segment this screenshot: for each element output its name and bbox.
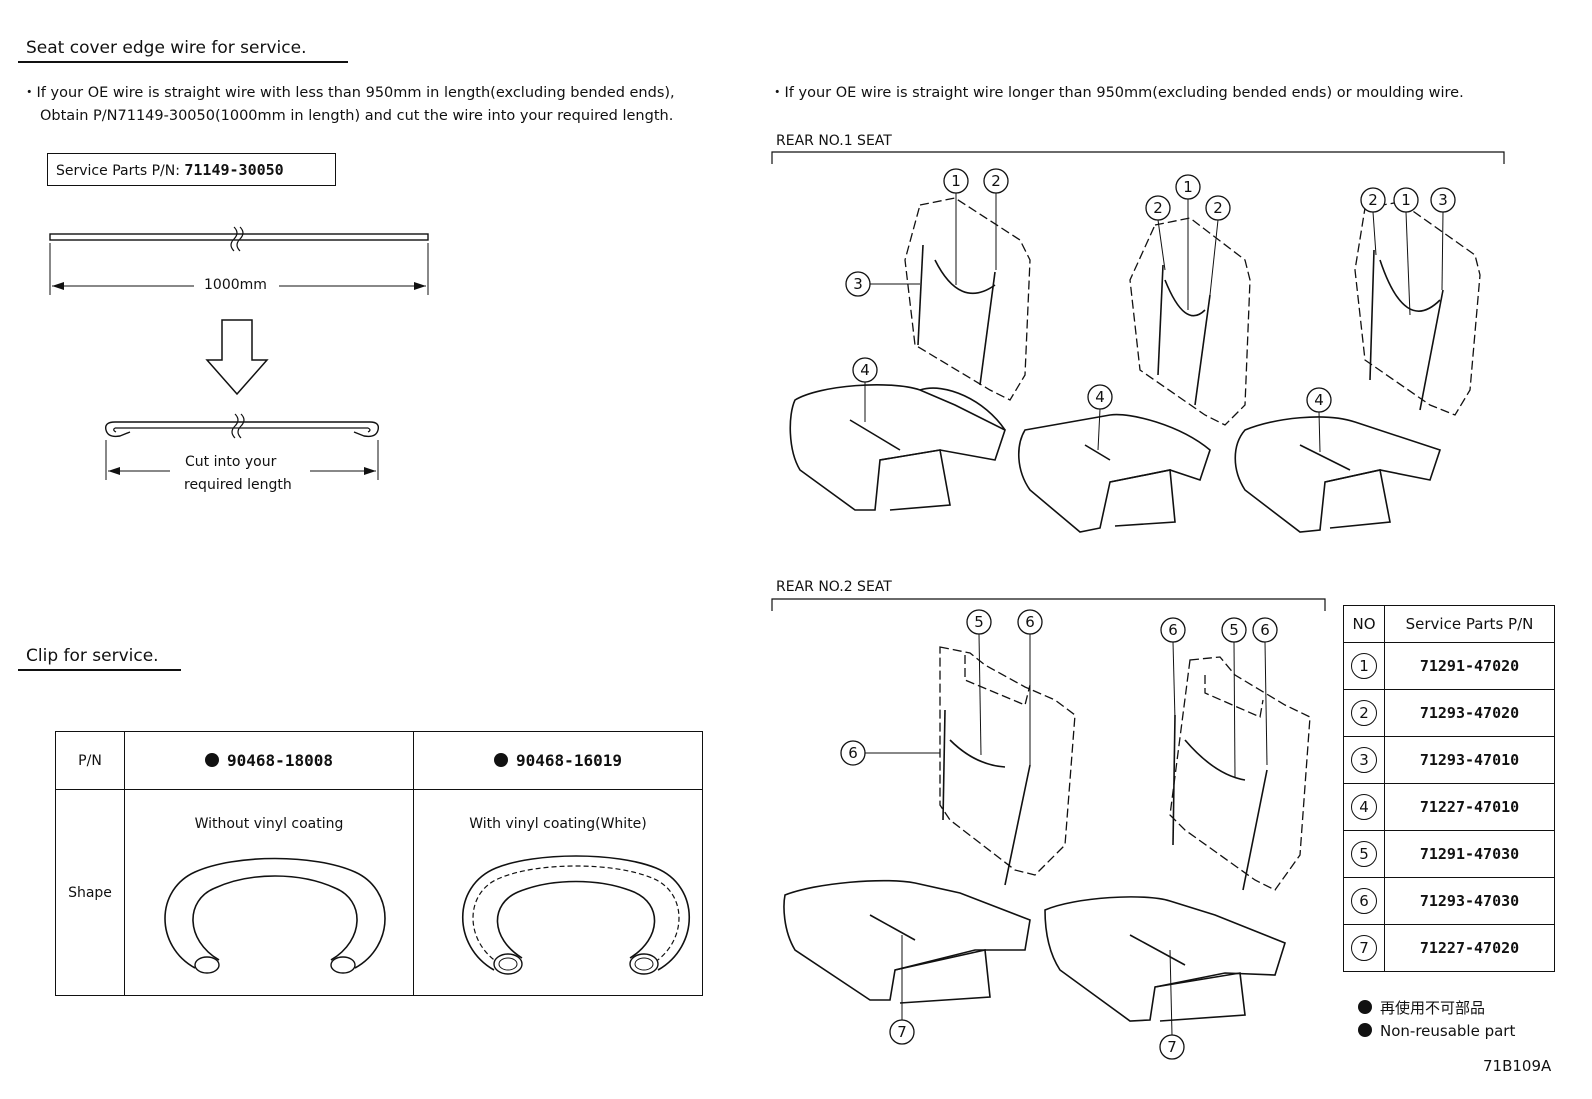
callout-5: 5 — [1229, 621, 1239, 639]
callout-4: 4 — [1314, 391, 1324, 409]
legend-english: Non-reusable part — [1358, 1022, 1515, 1040]
cut-wire-diagram — [105, 413, 380, 480]
callout-4: 4 — [1095, 388, 1105, 406]
short-wire-note-line2: Obtain P/N71149-30050(1000mm in length) … — [40, 108, 674, 124]
figure-id: 71B109A — [1483, 1057, 1552, 1075]
row-number: 1 — [1351, 653, 1377, 679]
clip-pn-cell: 90468-18008 — [124, 731, 414, 790]
row-number: 5 — [1351, 841, 1377, 867]
row-part-number: 71291-47030 — [1384, 830, 1555, 878]
table-row: 5 71291-47030 — [1343, 830, 1555, 878]
clip-description: Without vinyl coating — [194, 816, 344, 832]
callout-7: 7 — [897, 1023, 907, 1041]
row-number: 4 — [1351, 794, 1377, 820]
clip-description: With vinyl coating(White) — [469, 816, 647, 832]
clip-table: P/N 90468-18008 90468-16019 Shape Withou… — [55, 731, 703, 996]
clip-uncoated-icon — [164, 857, 386, 974]
legend-english-text: Non-reusable part — [1380, 1022, 1516, 1040]
parts-table: NO Service Parts P/N 1 71291-47020 2 712… — [1343, 605, 1555, 972]
callout-1: 1 — [951, 172, 961, 190]
callout-3: 3 — [853, 275, 863, 293]
service-part-number: 71149-30050 — [184, 161, 284, 179]
long-wire-note: ・If your OE wire is straight wire longer… — [770, 85, 1464, 101]
non-reusable-dot-icon — [1358, 1000, 1372, 1014]
table-row: 1 71291-47020 — [1343, 642, 1555, 690]
service-part-label: Service Parts P/N: — [56, 163, 180, 179]
row-part-number: 71293-47030 — [1384, 877, 1555, 925]
straight-wire-diagram — [49, 226, 429, 295]
row-number: 2 — [1351, 700, 1377, 726]
callout-1: 1 — [1183, 178, 1193, 196]
row-part-number: 71227-47010 — [1384, 783, 1555, 831]
row-number: 7 — [1351, 935, 1377, 961]
rear-no2-title: REAR NO.2 SEAT — [776, 579, 892, 595]
callout-5: 5 — [974, 613, 984, 631]
callout-6: 6 — [1168, 621, 1178, 639]
rear-no2-bracket — [771, 598, 1326, 611]
table-row: 6 71293-47030 — [1343, 877, 1555, 925]
table-row: 4 71227-47010 — [1343, 783, 1555, 831]
row-part-number: 71291-47020 — [1384, 642, 1555, 690]
callout-6: 6 — [1025, 613, 1035, 631]
table-row: 3 71293-47010 — [1343, 736, 1555, 784]
clip-pn: 90468-18008 — [227, 751, 333, 770]
non-reusable-dot-icon — [494, 753, 509, 767]
pn-header: P/N — [55, 731, 125, 790]
callout-1: 1 — [1401, 191, 1411, 209]
rear-no2-seat-diagram: 5 6 6 7 6 5 6 7 — [783, 609, 1311, 1060]
cut-label-line2: required length — [184, 477, 292, 493]
non-reusable-dot-icon — [205, 753, 220, 767]
down-arrow-icon — [205, 319, 269, 396]
legend-japanese-text: 再使用不可部品 — [1380, 999, 1486, 1017]
row-part-number: 71293-47010 — [1384, 736, 1555, 784]
parts-header-no: NO — [1343, 605, 1385, 643]
callout-7: 7 — [1167, 1038, 1177, 1056]
service-part-box: Service Parts P/N: 71149-30050 — [47, 153, 336, 186]
table-row: 7 71227-47020 — [1343, 924, 1555, 972]
clip-shape-cell: With vinyl coating(White) — [413, 789, 703, 996]
rear-no1-seat-diagram: 1 2 3 4 2 1 2 4 2 1 3 4 — [789, 168, 1481, 533]
parts-header-pn: Service Parts P/N — [1384, 605, 1555, 643]
wire-section-heading: Seat cover edge wire for service. — [26, 38, 307, 58]
non-reusable-dot-icon — [1358, 1023, 1372, 1037]
row-part-number: 71227-47020 — [1384, 924, 1555, 972]
callout-6: 6 — [1260, 621, 1270, 639]
callout-2: 2 — [1153, 199, 1163, 217]
callout-2: 2 — [991, 172, 1001, 190]
shape-header: Shape — [55, 789, 125, 996]
length-label: 1000mm — [204, 277, 267, 293]
short-wire-note-line1: ・If your OE wire is straight wire with l… — [22, 85, 675, 101]
callout-2: 2 — [1368, 191, 1378, 209]
callout-4: 4 — [860, 361, 870, 379]
heading-underline — [18, 669, 181, 671]
clip-pn: 90468-16019 — [516, 751, 622, 770]
legend-japanese: 再使用不可部品 — [1358, 997, 1485, 1018]
callout-2: 2 — [1213, 199, 1223, 217]
clip-coated-icon — [462, 855, 690, 975]
cut-label-line1: Cut into your — [185, 454, 277, 470]
clip-pn-cell: 90468-16019 — [413, 731, 703, 790]
row-number: 6 — [1351, 888, 1377, 914]
rear-no1-title: REAR NO.1 SEAT — [776, 133, 892, 149]
row-part-number: 71293-47020 — [1384, 689, 1555, 737]
row-number: 3 — [1351, 747, 1377, 773]
rear-no1-bracket — [771, 151, 1505, 164]
callout-3: 3 — [1438, 191, 1448, 209]
table-row: 2 71293-47020 — [1343, 689, 1555, 737]
callout-6: 6 — [848, 744, 858, 762]
clip-section-heading: Clip for service. — [26, 646, 159, 666]
heading-underline — [18, 61, 348, 63]
clip-shape-cell: Without vinyl coating — [124, 789, 414, 996]
